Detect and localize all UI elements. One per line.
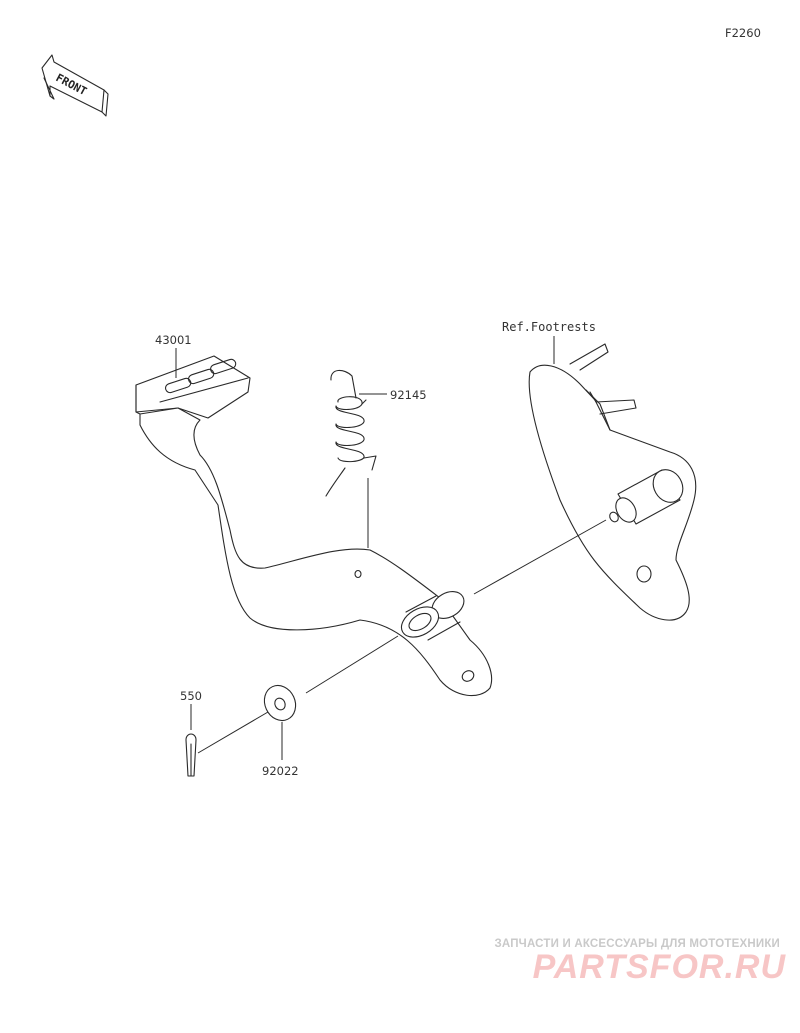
front-arrow-icon: FRONT xyxy=(41,54,109,117)
front-label: FRONT xyxy=(54,71,90,98)
watermark-logo: PARTSFOR.RU xyxy=(532,948,786,986)
callout-550: 550 xyxy=(180,689,202,703)
callout-92022: 92022 xyxy=(262,764,299,778)
washer xyxy=(263,684,297,722)
footrest-bracket xyxy=(528,343,697,621)
figure-code: F2260 xyxy=(725,26,761,40)
brake-pedal xyxy=(135,355,493,697)
callout-ref-footrests: Ref.Footrests xyxy=(502,320,596,334)
cotter-pin xyxy=(185,733,197,777)
return-spring xyxy=(325,369,377,497)
assembly-lines xyxy=(197,519,607,754)
callout-92145: 92145 xyxy=(390,388,427,402)
watermark-tagline: ЗАПЧАСТИ И АКСЕССУАРЫ ДЛЯ МОТОТЕХНИКИ xyxy=(494,938,780,950)
callout-43001: 43001 xyxy=(155,333,192,347)
callout-leaders xyxy=(175,336,555,760)
